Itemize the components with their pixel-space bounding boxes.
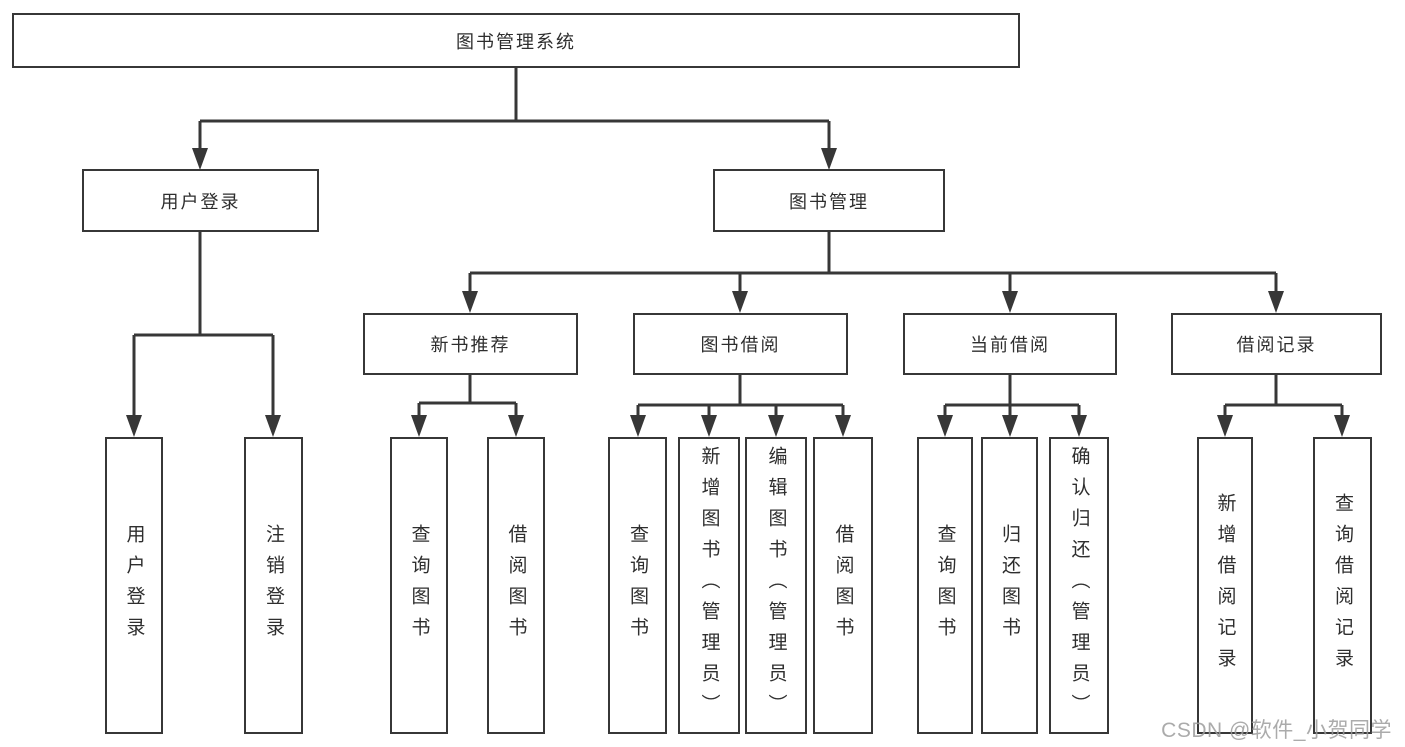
branch-book-management: 图书管理	[713, 169, 945, 232]
leaf-add-borrow-record: 新增借阅记录	[1197, 437, 1253, 734]
leaf-edit-books-admin: 编辑图书（管理员）	[745, 437, 807, 734]
leaf-query-borrow-record: 查询借阅记录	[1313, 437, 1372, 734]
leaf-user-login: 用户登录	[105, 437, 163, 734]
leaf-return-books: 归还图书	[981, 437, 1038, 734]
leaf-query-books-3: 查询图书	[917, 437, 973, 734]
leaf-borrow-books-2: 借阅图书	[813, 437, 873, 734]
section-current-borrow: 当前借阅	[903, 313, 1117, 375]
leaf-confirm-return-admin: 确认归还（管理员）	[1049, 437, 1109, 734]
csdn-watermark: CSDN @软件_小贺同学	[1161, 719, 1392, 742]
section-borrow-records: 借阅记录	[1171, 313, 1382, 375]
section-new-book-recommend: 新书推荐	[363, 313, 578, 375]
leaf-query-books-1: 查询图书	[390, 437, 448, 734]
root-node-library-system: 图书管理系统	[12, 13, 1020, 68]
branch-user-login: 用户登录	[82, 169, 319, 232]
section-book-borrow: 图书借阅	[633, 313, 848, 375]
leaf-query-books-2: 查询图书	[608, 437, 667, 734]
leaf-add-books-admin: 新增图书（管理员）	[678, 437, 740, 734]
leaf-logout: 注销登录	[244, 437, 303, 734]
leaf-borrow-books-1: 借阅图书	[487, 437, 545, 734]
